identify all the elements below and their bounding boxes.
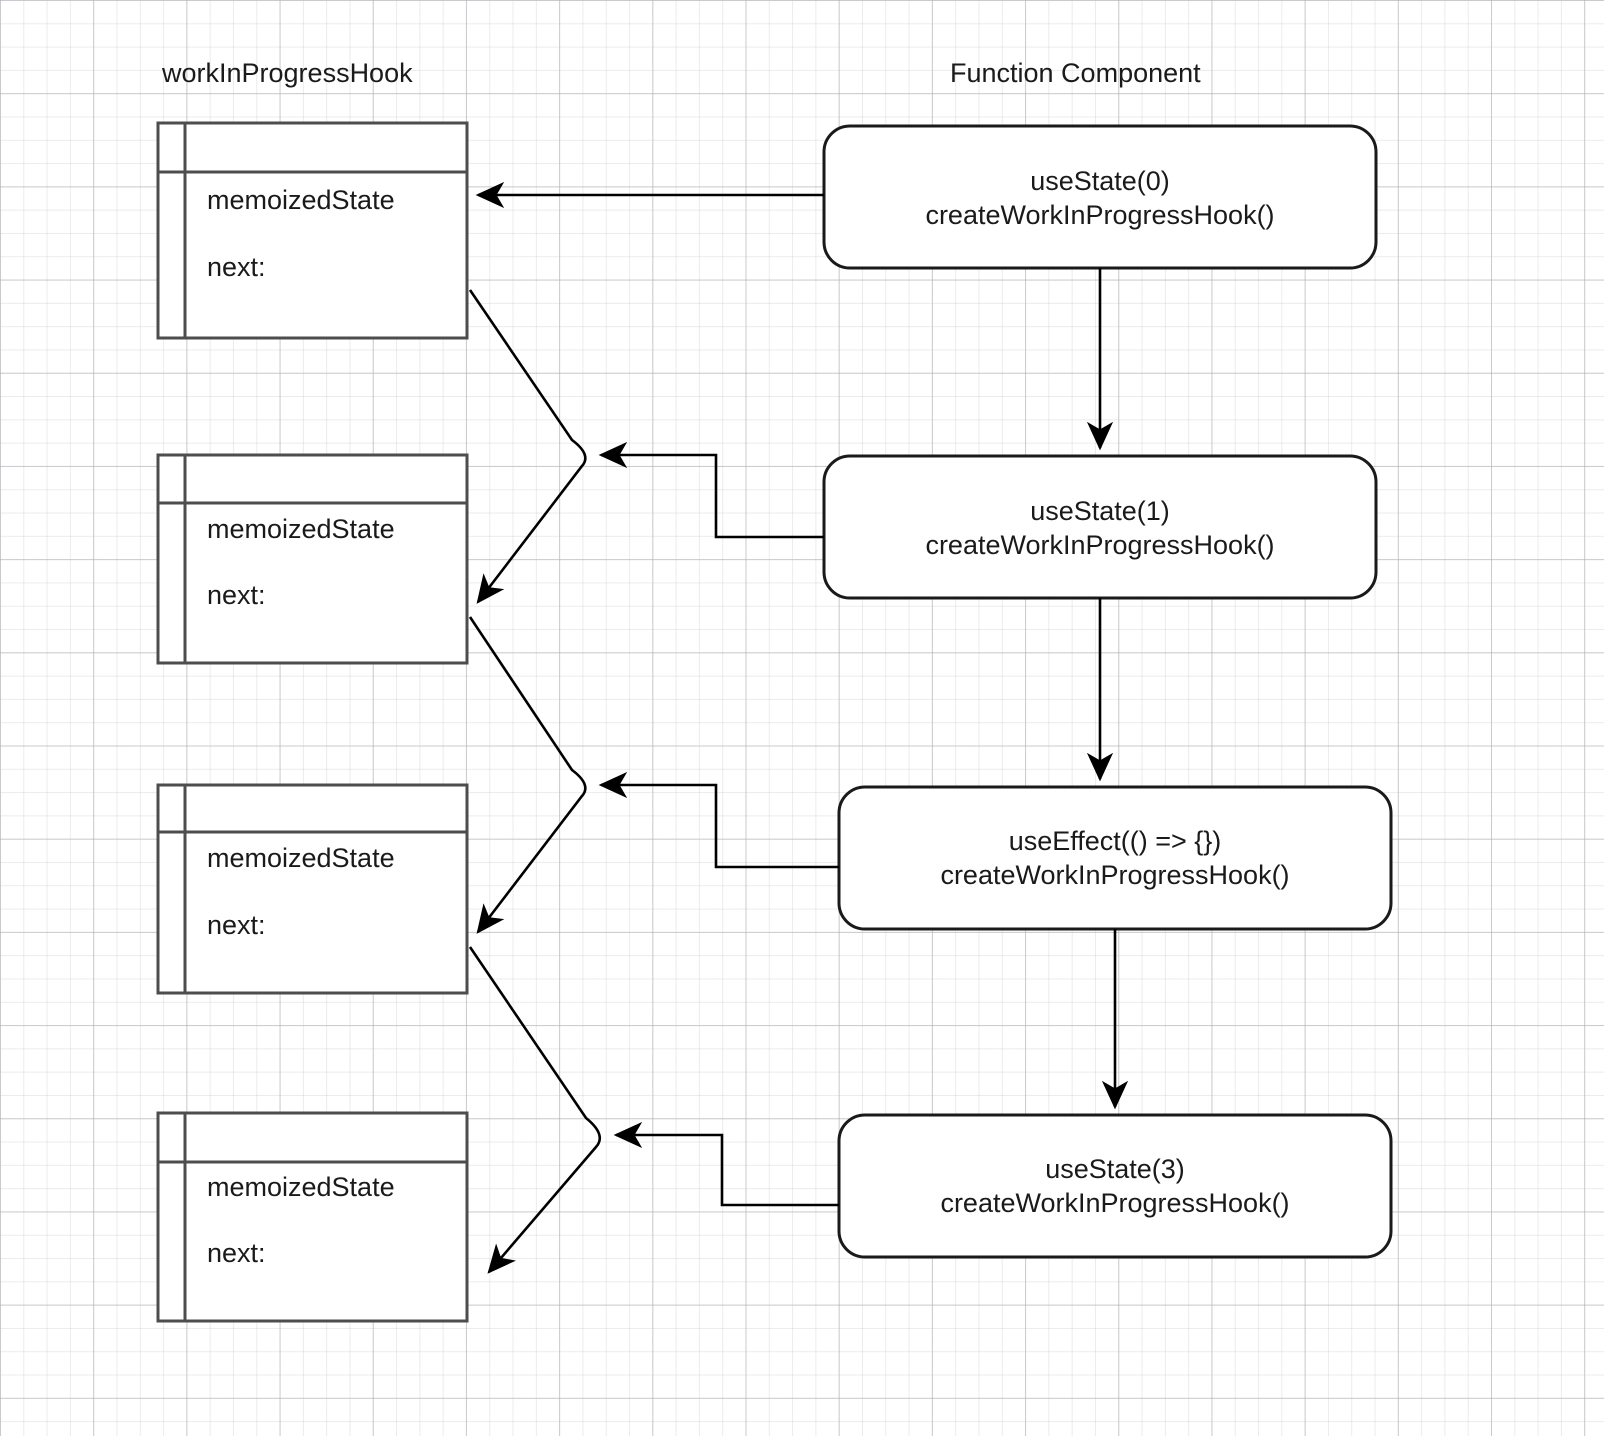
left-column-title: workInProgressHook (161, 58, 413, 88)
call-node-3-line1: useEffect(() => {}) (1009, 826, 1222, 856)
call-node-1-line2: createWorkInProgressHook() (925, 200, 1274, 230)
call-node-1-shape[interactable] (822, 124, 1378, 270)
connector-call3-hook3 (598, 771, 839, 869)
call-node-3-shape[interactable] (837, 785, 1393, 931)
hook-1-next-label: next: (207, 252, 266, 282)
call-node-3-line2: createWorkInProgressHook() (940, 860, 1289, 890)
call-node-4-shape[interactable] (837, 1113, 1393, 1259)
connector-call4-hook4 (613, 1121, 839, 1207)
call-node-4-line2: createWorkInProgressHook() (940, 1188, 1289, 1218)
hook-3-next-label: next: (207, 910, 266, 940)
call-node-2-shape[interactable] (822, 454, 1378, 600)
hook-node-2[interactable] (156, 453, 469, 665)
connector-call2-hook2 (598, 441, 824, 539)
call-node-1-line1: useState(0) (1030, 166, 1170, 196)
hook-2-next-label: next: (207, 580, 266, 610)
call-node-4-line1: useState(3) (1045, 1154, 1185, 1184)
hook-node-1[interactable] (156, 121, 469, 340)
hook-2-memoized-label: memoizedState (207, 514, 395, 544)
hook-node-4[interactable] (156, 1111, 469, 1323)
hook-4-memoized-label: memoizedState (207, 1172, 395, 1202)
connector-hook2-next (468, 616, 587, 934)
hook-4-next-label: next: (207, 1238, 266, 1268)
connector-hook1-next (468, 289, 587, 604)
hook-3-memoized-label: memoizedState (207, 843, 395, 873)
hook-1-memoized-label: memoizedState (207, 185, 395, 215)
connector-hook3-next (468, 946, 602, 1274)
hook-node-3[interactable] (156, 783, 469, 995)
right-column-title: Function Component (950, 58, 1201, 88)
call-node-2-line2: createWorkInProgressHook() (925, 530, 1274, 560)
call-node-2-line1: useState(1) (1030, 496, 1170, 526)
